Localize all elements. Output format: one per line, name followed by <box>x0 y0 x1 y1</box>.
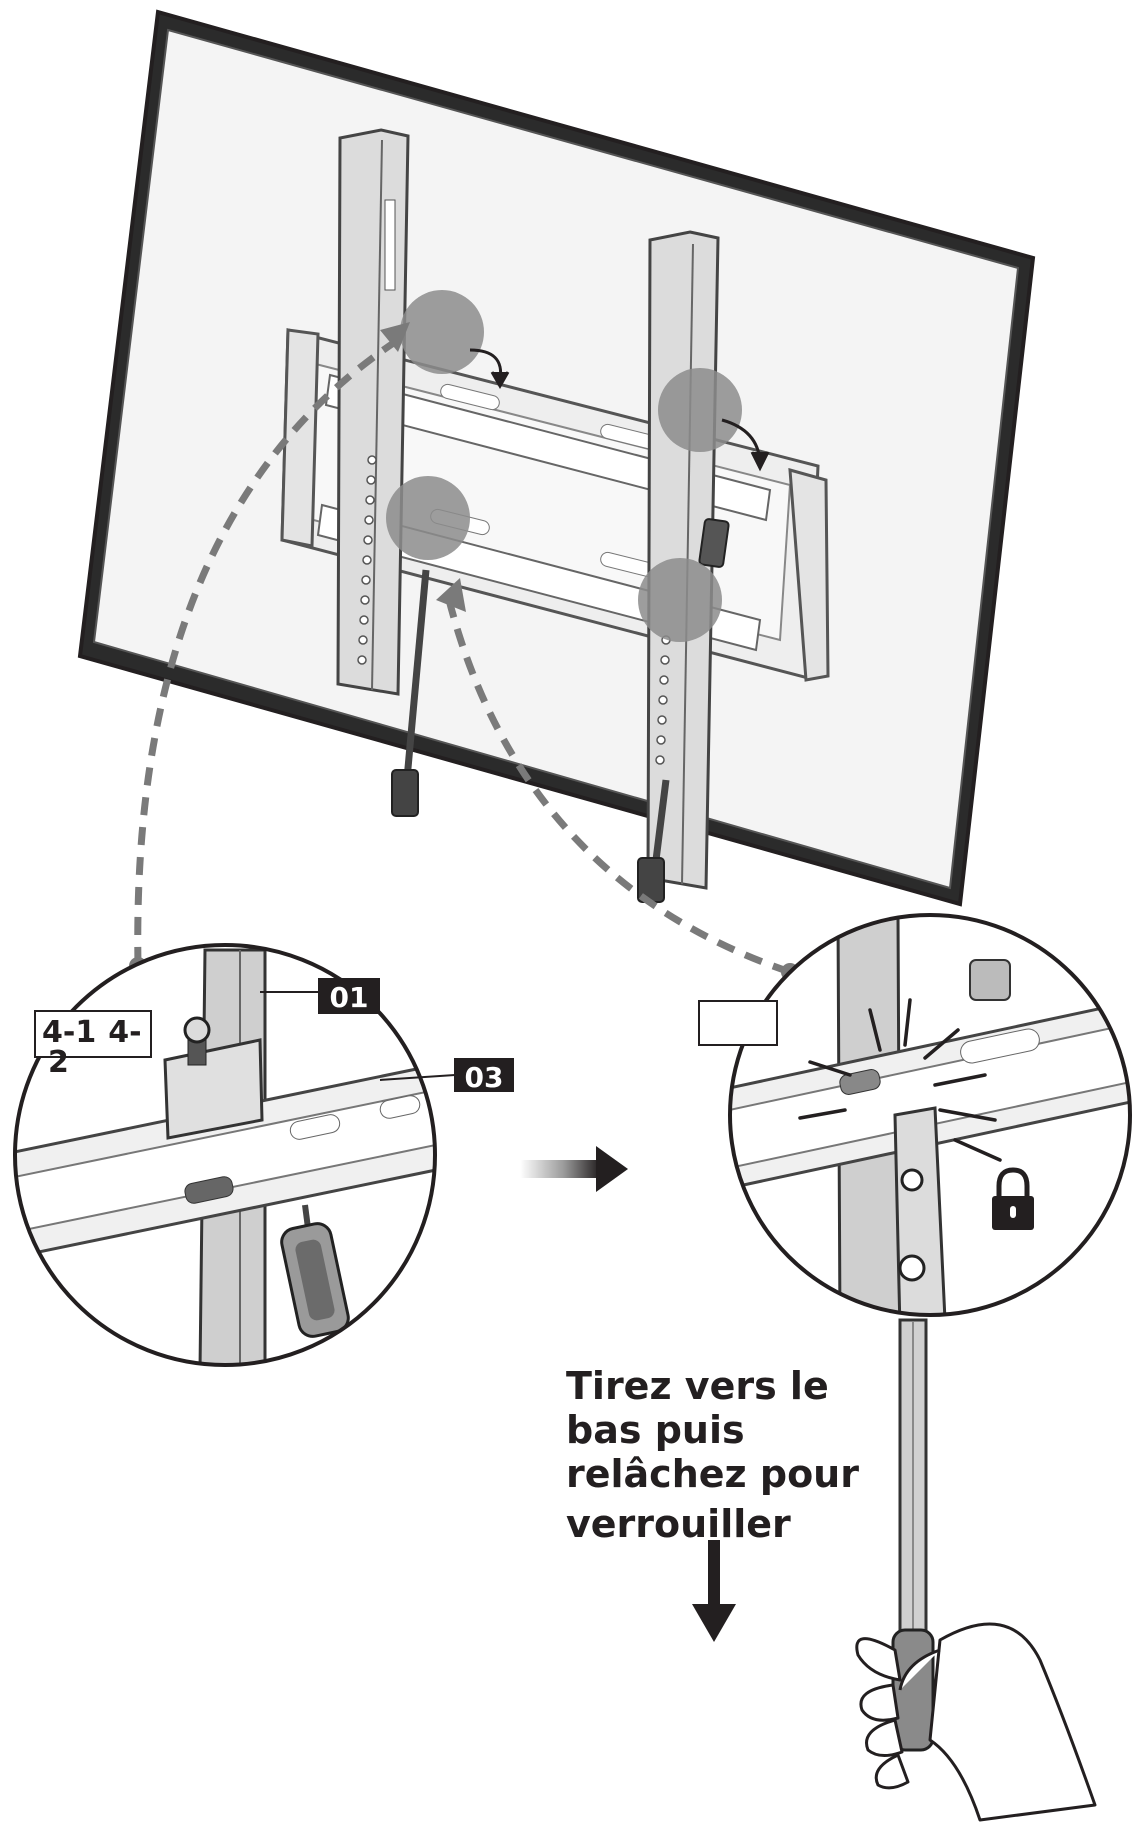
leader-line-03 <box>379 1074 456 1081</box>
detail-circle-left <box>13 943 437 1367</box>
lock-icon <box>992 1167 1034 1230</box>
rotation-arrows <box>469 348 770 472</box>
arrow-down-icon <box>692 1540 736 1642</box>
dashed-leaders <box>134 339 792 976</box>
detail-circle-right <box>728 913 1132 1317</box>
leader-arrowhead-lower <box>436 578 466 612</box>
hand-icon <box>855 1622 1097 1822</box>
leader-arrowhead-upper <box>380 322 410 352</box>
instruction-line-3: relâchez pour <box>566 1452 859 1496</box>
highlight-circles <box>386 290 742 642</box>
part-label-03: 03 <box>454 1058 514 1092</box>
step-label-4-1: 4-1 <box>42 1015 97 1050</box>
left-bracket <box>336 128 430 817</box>
pull-rod <box>891 1318 935 1752</box>
instruction-line-1: Tirez vers le <box>566 1364 829 1408</box>
arrow-right-icon <box>520 1146 628 1192</box>
step-label-4-2: 4-2 <box>48 1015 142 1080</box>
instruction-line-4: verrouiller <box>566 1502 791 1546</box>
instruction-line-2: bas puis <box>566 1408 745 1452</box>
empty-label-box <box>698 1000 778 1046</box>
click-burst <box>798 998 1002 1162</box>
part-label-01: 01 <box>318 978 380 1014</box>
instruction-text: Tirez vers le bas puis relâchez pour ver… <box>566 1364 896 1546</box>
